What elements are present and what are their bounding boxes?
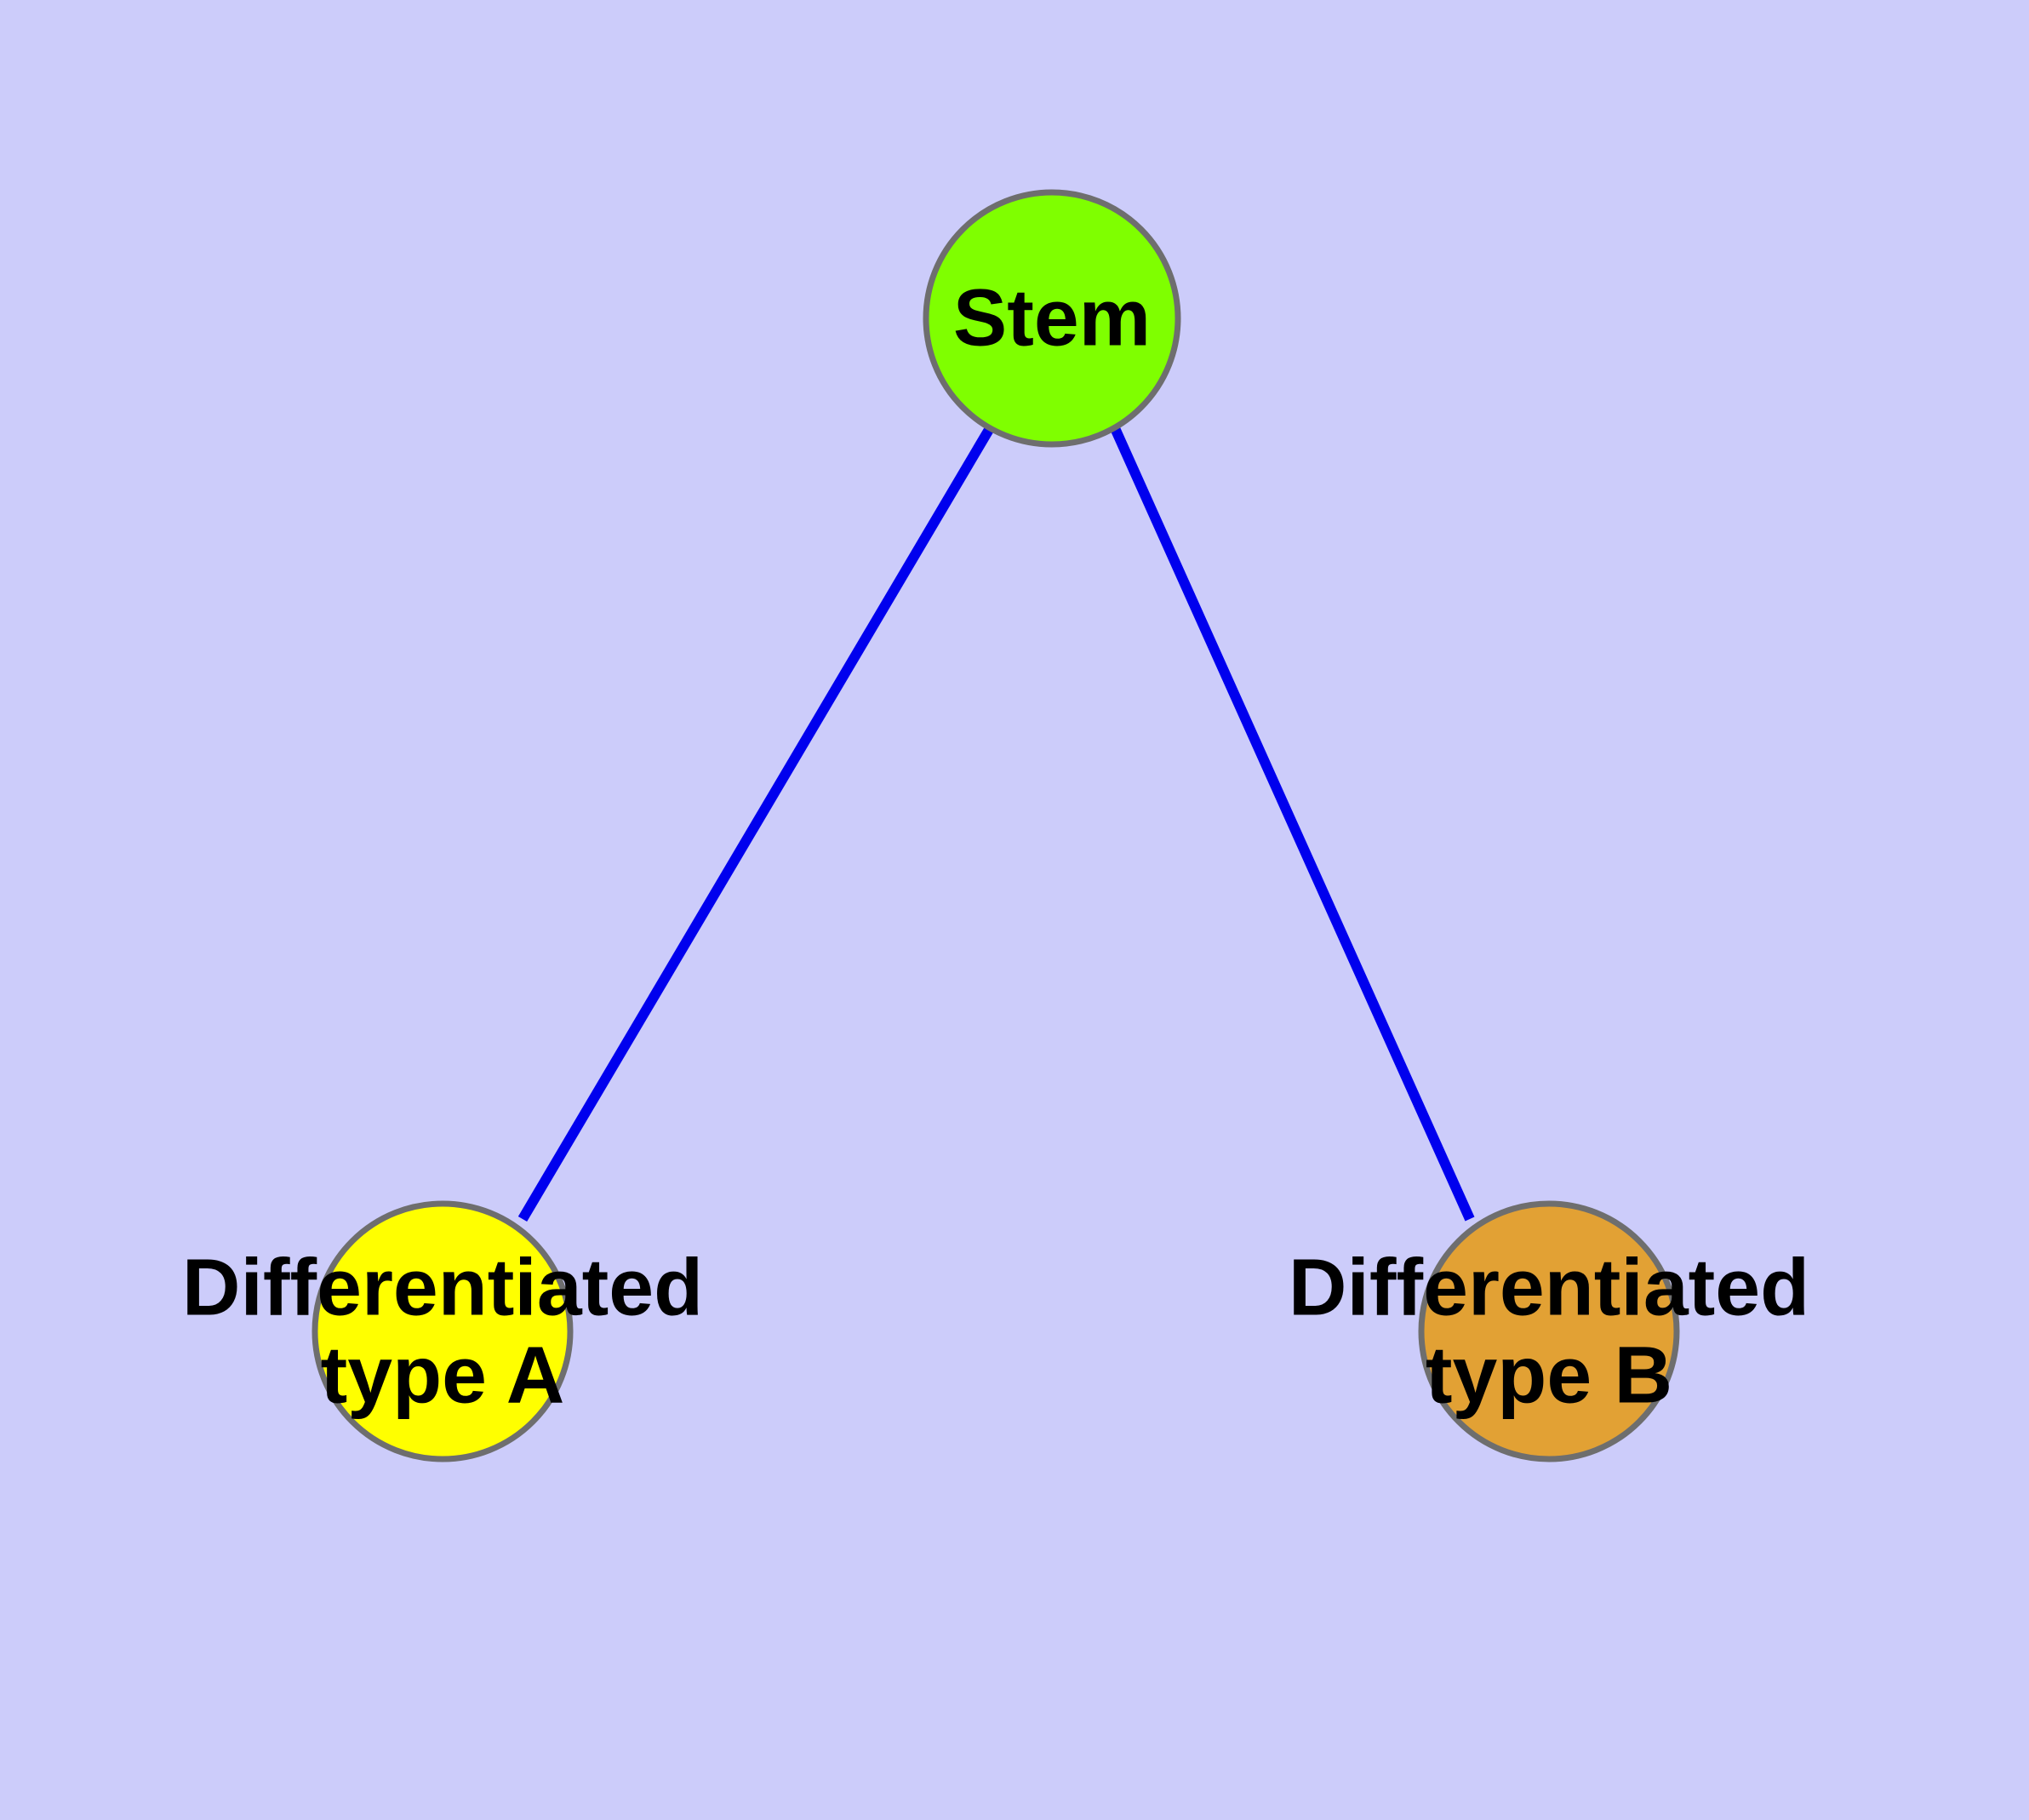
node-layer (311, 189, 1680, 1462)
graph-node-diff-a[interactable] (311, 1200, 574, 1462)
graph-node-diff-b[interactable] (1418, 1200, 1680, 1462)
edge-layer (517, 425, 1475, 1222)
graph-edge-stem-to-a (517, 425, 995, 1222)
graph-node-stem[interactable] (923, 189, 1181, 448)
graph-edge-stem-to-b (1110, 426, 1475, 1222)
